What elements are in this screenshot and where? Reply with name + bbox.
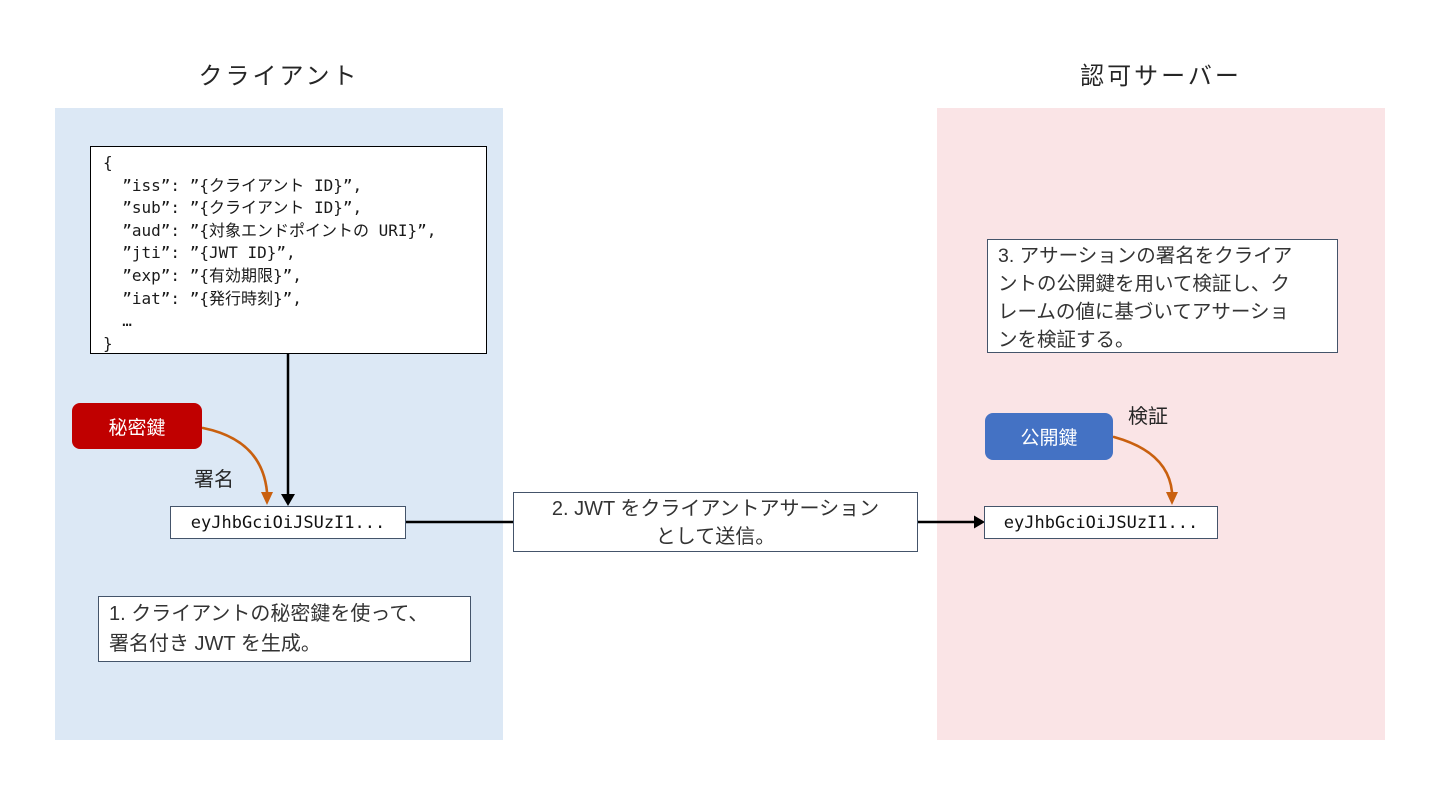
step2-box: 2. JWT をクライアントアサーション として送信。 [513, 492, 918, 552]
step1-box: 1. クライアントの秘密鍵を使って、 署名付き JWT を生成。 [98, 596, 471, 662]
verify-label: 検証 [1128, 406, 1168, 428]
jwt-payload-box: { ”iss”: ”{クライアント ID}”, ”sub”: ”{クライアント … [90, 146, 487, 354]
private-key-box: 秘密鍵 [72, 403, 202, 449]
private-key-label: 秘密鍵 [108, 417, 166, 439]
client-jwt-box: eyJhbGciOiJSUzI1... [170, 506, 406, 539]
public-key-label: 公開鍵 [1020, 428, 1078, 449]
public-key-box: 公開鍵 [985, 413, 1113, 460]
auth-server-title: 認可サーバー [1080, 63, 1242, 90]
server-jwt-box: eyJhbGciOiJSUzI1... [984, 506, 1218, 539]
sign-label: 署名 [194, 469, 234, 491]
step3-box: 3. アサーションの署名をクライア ントの公開鍵を用いて検証し、ク レームの値に… [987, 239, 1338, 353]
client-title: クライアント [198, 63, 360, 90]
